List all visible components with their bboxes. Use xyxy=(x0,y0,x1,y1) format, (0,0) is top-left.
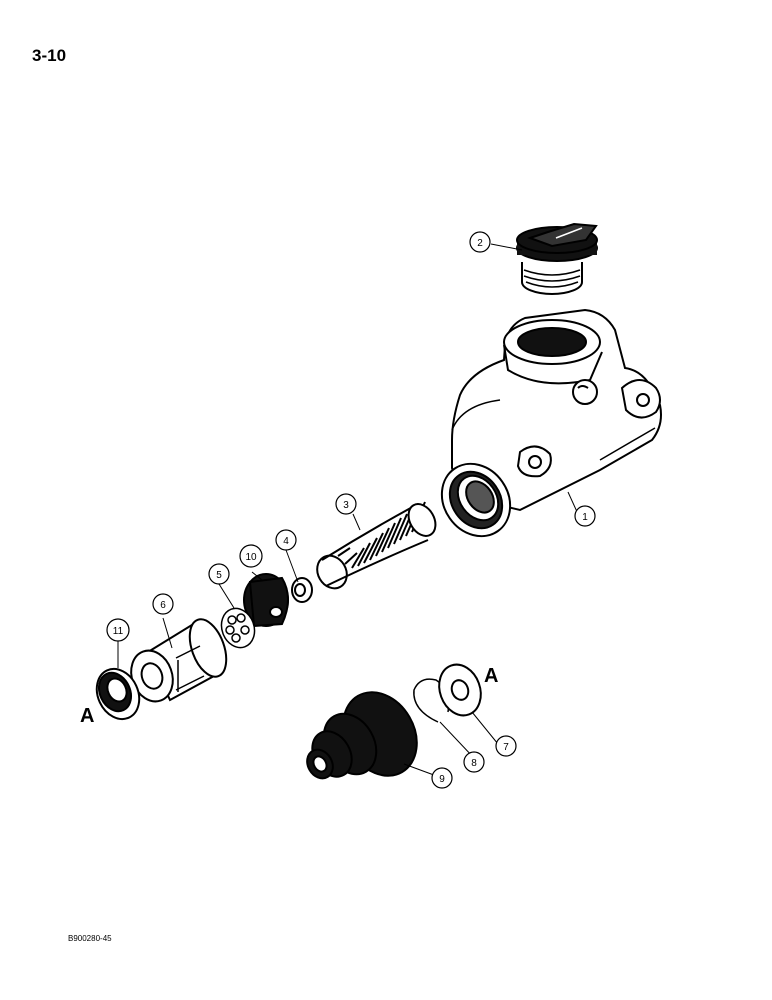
piston-part xyxy=(130,618,228,703)
callout-7: 7 xyxy=(495,735,517,757)
callout-11: 11 xyxy=(106,618,130,642)
boot-part xyxy=(306,691,418,780)
retaining-washer-part xyxy=(438,663,482,717)
callout-1-label: 1 xyxy=(582,512,588,523)
reference-mark-a-right: A xyxy=(484,665,498,687)
document-code: B900280-45 xyxy=(68,934,112,943)
callout-6: 6 xyxy=(152,593,174,615)
callout-9: 9 xyxy=(431,767,453,789)
callout-8-label: 8 xyxy=(471,758,477,769)
callout-4: 4 xyxy=(275,529,297,551)
callout-6-label: 6 xyxy=(160,600,166,611)
callout-9-label: 9 xyxy=(439,774,445,785)
secondary-cup-part xyxy=(95,667,141,721)
callout-5: 5 xyxy=(208,563,230,585)
page-number: 3-10 xyxy=(32,46,67,65)
spring-seat-part xyxy=(291,577,313,603)
valve-washer-part xyxy=(220,607,256,649)
callout-10-label: 10 xyxy=(245,552,257,563)
callout-3-label: 3 xyxy=(343,500,349,511)
callout-2: 2 xyxy=(469,231,491,253)
housing-part xyxy=(440,308,662,538)
filler-cap-part xyxy=(516,222,598,295)
callout-11-label: 11 xyxy=(113,626,124,637)
leader-lines xyxy=(117,243,579,779)
callout-8: 8 xyxy=(463,751,485,773)
primary-cup-part xyxy=(243,573,289,628)
reference-mark-a-left: A xyxy=(80,705,94,727)
callout-7-label: 7 xyxy=(503,742,509,753)
callout-10: 10 xyxy=(239,544,263,568)
callout-2-label: 2 xyxy=(477,238,483,249)
callout-3: 3 xyxy=(335,493,357,515)
callout-4-label: 4 xyxy=(283,536,289,547)
spring-part xyxy=(316,501,437,590)
callout-1: 1 xyxy=(574,505,596,527)
callout-5-label: 5 xyxy=(216,570,222,581)
